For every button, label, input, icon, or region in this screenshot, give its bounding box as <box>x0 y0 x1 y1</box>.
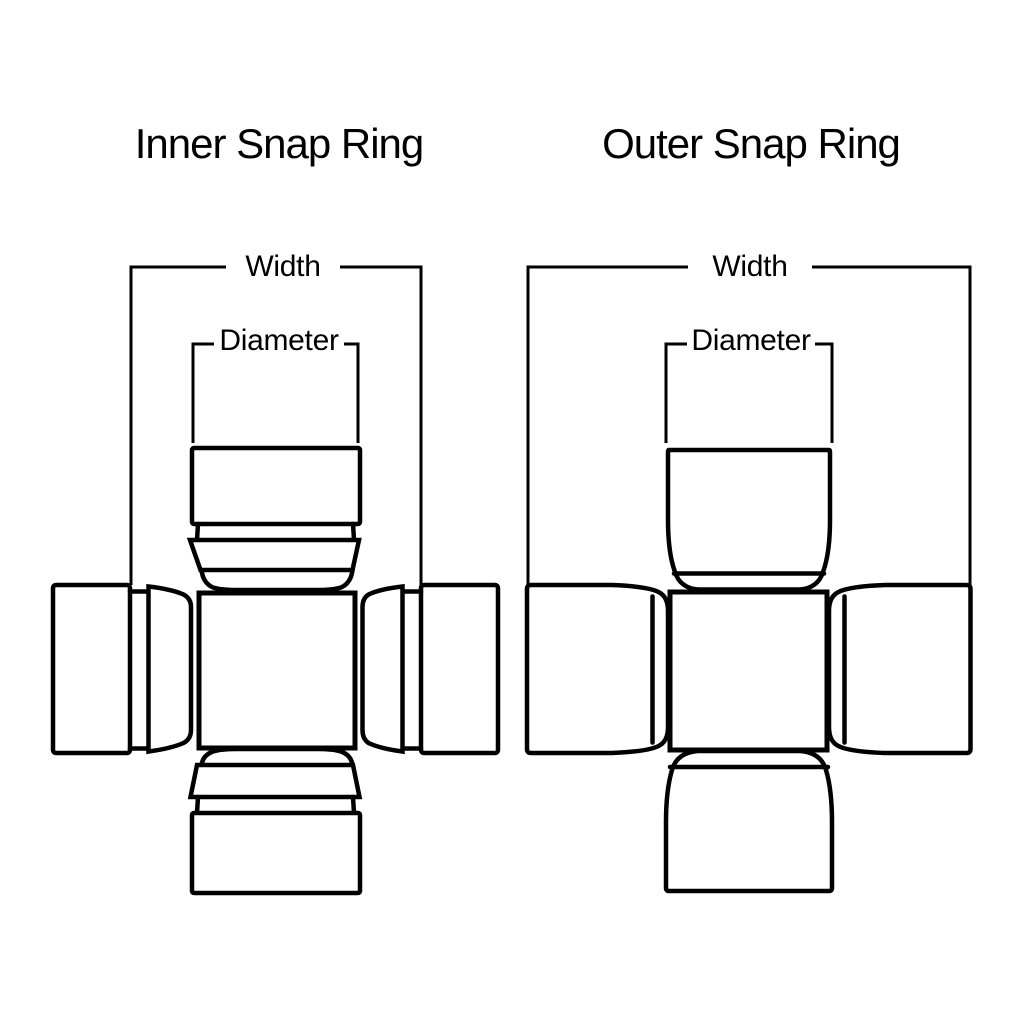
outer-bottom-bearing-cap <box>663 748 835 894</box>
inner-top-bearing-cap <box>189 445 363 527</box>
outer-diameter-bracket-left <box>664 342 687 443</box>
outer-left-bearing-cap <box>524 582 671 756</box>
inner-left-bearing-cap <box>50 582 133 756</box>
inner-cross-body <box>196 590 358 751</box>
inner-bottom-seal-step-left <box>194 794 201 816</box>
inner-snap-ring-diagram: Inner Snap Ring Width Diameter <box>50 120 501 896</box>
outer-top-bearing-cap <box>665 447 833 592</box>
inner-width-label: Width <box>245 250 320 283</box>
inner-bottom-seal-step-right <box>350 794 357 816</box>
inner-bottom-seal-skirt <box>199 746 355 768</box>
inner-top-seal-flare <box>186 537 362 573</box>
inner-width-bracket-right <box>340 265 423 585</box>
outer-diagram-title: Outer Snap Ring <box>602 120 900 167</box>
outer-diameter-label: Diameter <box>691 324 811 357</box>
outer-right-bearing-cap <box>826 582 973 756</box>
inner-width-bracket-left <box>129 265 226 585</box>
inner-top-seal-skirt <box>199 567 355 593</box>
outer-diameter-bracket-right <box>815 342 834 443</box>
inner-diagram-title: Inner Snap Ring <box>135 120 424 167</box>
outer-cross-body <box>667 589 830 753</box>
inner-right-seal-flare <box>360 583 405 755</box>
inner-top-seal-step-left <box>194 521 201 543</box>
outer-width-bracket-left <box>526 265 688 585</box>
inner-left-seal-flare <box>146 583 194 755</box>
outer-snap-ring-diagram: Outer Snap Ring Width Diameter <box>524 120 973 894</box>
inner-diameter-bracket-left <box>191 342 214 443</box>
outer-width-bracket-right <box>812 265 972 585</box>
outer-width-label: Width <box>712 250 787 283</box>
inner-diameter-bracket-right <box>344 342 360 443</box>
inner-diameter-label: Diameter <box>219 324 339 357</box>
inner-bottom-bearing-cap <box>189 810 363 896</box>
inner-top-seal-step-right <box>350 521 357 543</box>
inner-bottom-seal-flare <box>187 762 363 800</box>
inner-right-bearing-cap <box>418 582 501 756</box>
